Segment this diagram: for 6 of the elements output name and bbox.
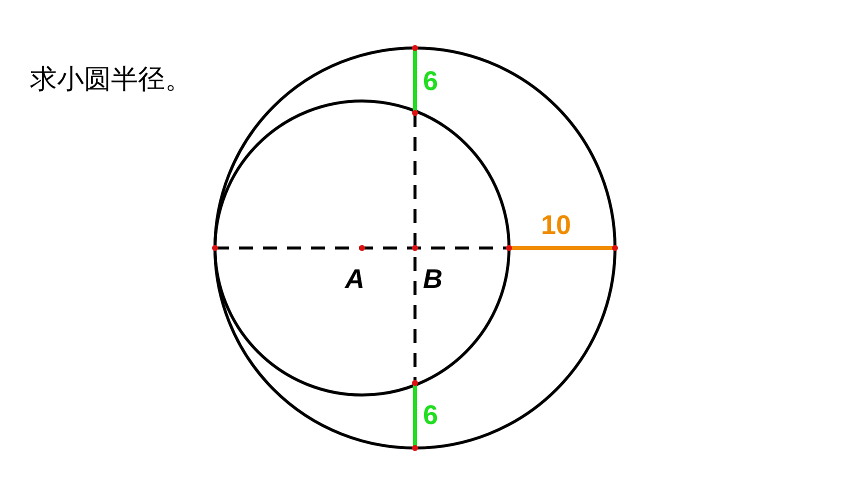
length-label: 6	[423, 68, 438, 95]
point-label: B	[423, 266, 442, 293]
point-label: A	[345, 266, 364, 293]
question-text: 求小圆半径。	[30, 66, 192, 93]
length-label: 10	[541, 212, 572, 239]
length-label: 6	[423, 402, 438, 429]
